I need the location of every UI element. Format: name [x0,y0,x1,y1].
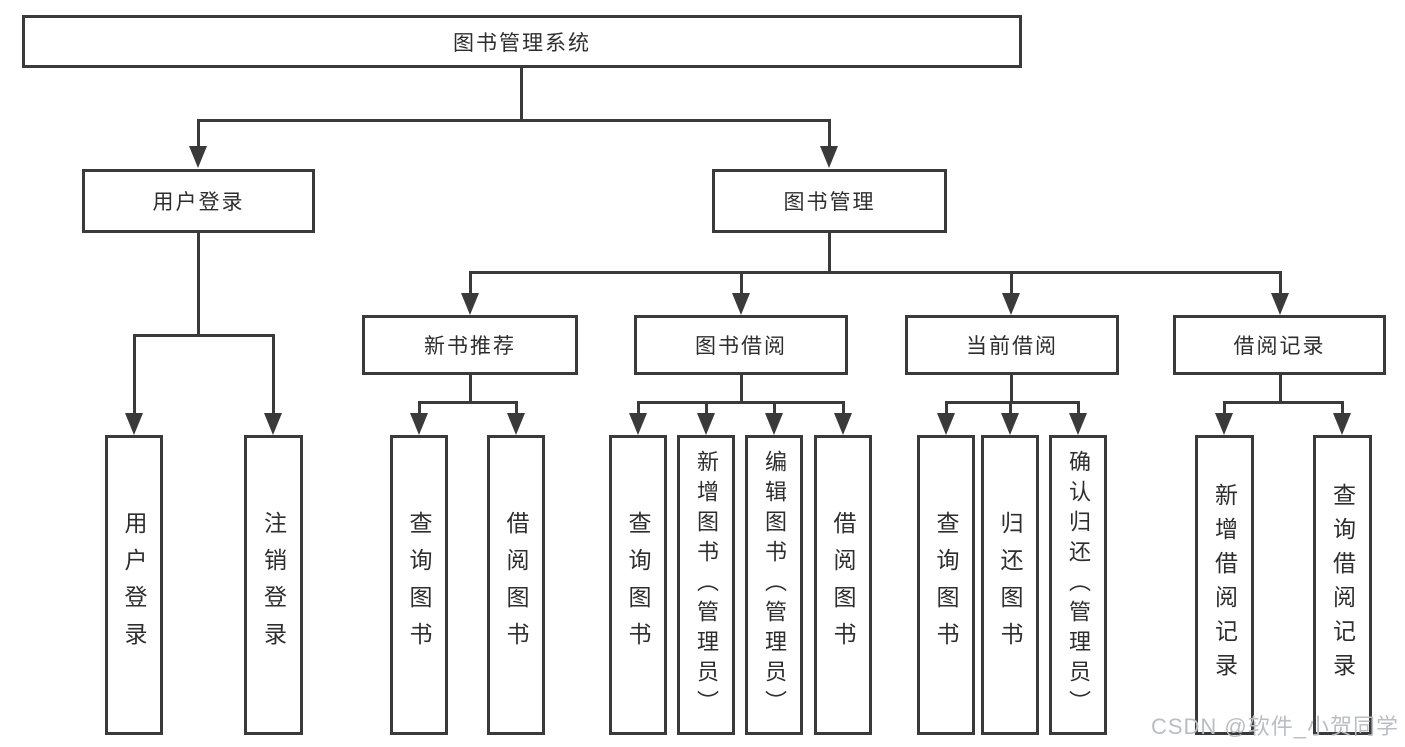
node-label: 新增图书（管理员） [694,450,719,720]
connector-line [469,375,472,404]
connector-line [418,401,421,416]
node-label: 用户登录 [152,191,245,214]
node-label: 查询图书 [933,511,959,659]
connector-line [469,271,1282,274]
connector-line [197,233,200,337]
connector-line [1279,375,1282,404]
arrow-down-icon [507,413,525,435]
connector-line [842,401,845,416]
arrow-down-icon [264,413,282,435]
node-label: 归还图书 [997,511,1023,659]
arrow-down-icon [732,293,750,315]
connector-line [197,119,200,149]
arrow-down-icon [629,413,647,435]
connector-line [133,334,275,337]
connector-line [272,334,275,415]
connector-line [740,271,743,297]
csdn-watermark: CSDN @软件_小贺同学 [1150,714,1399,739]
arrow-down-icon [461,293,479,315]
connector-line [637,401,845,404]
arrow-down-icon [125,413,143,435]
node-label: 用户登录 [121,511,147,659]
leaf-add-book-admin: 新增图书（管理员） [677,435,735,735]
connector-line [705,401,708,416]
connector-line [1077,401,1080,416]
connector-line [1279,271,1282,297]
node-label: 确认归还（管理员） [1066,450,1091,720]
node-label: 图书管理系统 [453,31,591,55]
leaf-return-book: 归还图书 [981,435,1039,735]
node-label: 图书借阅 [695,335,787,358]
node-label: 当前借阅 [966,335,1058,358]
node-label: 借阅图书 [503,511,529,659]
node-current-borrow: 当前借阅 [905,315,1119,375]
arrow-down-icon [189,146,207,168]
arrow-down-icon [697,413,715,435]
leaf-add-borrow-record: 新增借阅记录 [1195,435,1254,735]
connector-line [1223,401,1226,416]
node-label: 查询图书 [406,511,432,659]
connector-line [740,375,743,404]
connector-line [515,401,518,416]
arrow-down-icon [1069,413,1087,435]
arrow-down-icon [834,413,852,435]
arrow-down-icon [410,413,428,435]
node-label: 注销登录 [260,511,287,659]
node-borrow-record: 借阅记录 [1173,315,1386,375]
leaf-borrow-book-b: 借阅图书 [814,435,872,735]
leaf-logout: 注销登录 [244,435,303,735]
arrow-down-icon [1001,413,1019,435]
connector-line [133,334,136,415]
connector-line [945,401,1080,404]
connector-line [1223,401,1344,404]
node-label: 新增借阅记录 [1211,483,1238,687]
arrow-down-icon [765,413,783,435]
leaf-query-book-a: 查询图书 [390,435,448,735]
connector-line [828,119,831,149]
connector-line [1010,271,1013,297]
node-label: 查询借阅记录 [1329,483,1356,687]
connector-line [637,401,640,416]
arrow-down-icon [1271,293,1289,315]
leaf-query-book-c: 查询图书 [917,435,975,735]
node-user-login: 用户登录 [82,169,315,233]
leaf-edit-book-admin: 编辑图书（管理员） [745,435,803,735]
arrow-down-icon [820,146,838,168]
arrow-down-icon [1333,413,1351,435]
node-root: 图书管理系统 [22,15,1022,68]
node-new-book-rec: 新书推荐 [362,315,578,375]
node-book-borrow: 图书借阅 [634,315,848,375]
node-label: 编辑图书（管理员） [762,450,787,720]
node-label: 借阅图书 [830,511,856,659]
connector-line [469,271,472,297]
arrow-down-icon [1215,413,1233,435]
node-label: 新书推荐 [424,335,516,358]
node-label: 查询图书 [625,511,651,659]
connector-line [418,401,518,404]
connector-line [520,68,523,122]
connector-line [197,119,831,122]
connector-line [945,401,948,416]
arrow-down-icon [937,413,955,435]
leaf-user-login: 用户登录 [105,435,163,735]
arrow-down-icon [1002,293,1020,315]
leaf-query-book-b: 查询图书 [609,435,667,735]
leaf-borrow-book-a: 借阅图书 [487,435,545,735]
leaf-query-borrow-record: 查询借阅记录 [1313,435,1372,735]
connector-line [1009,401,1012,416]
connector-line [773,401,776,416]
node-book-mgmt: 图书管理 [712,169,947,233]
leaf-confirm-return-admin: 确认归还（管理员） [1049,435,1107,735]
node-label: 借阅记录 [1233,335,1326,358]
node-label: 图书管理 [783,191,876,214]
connector-line [828,233,831,274]
connector-line [1010,375,1013,404]
connector-line [1341,401,1344,416]
